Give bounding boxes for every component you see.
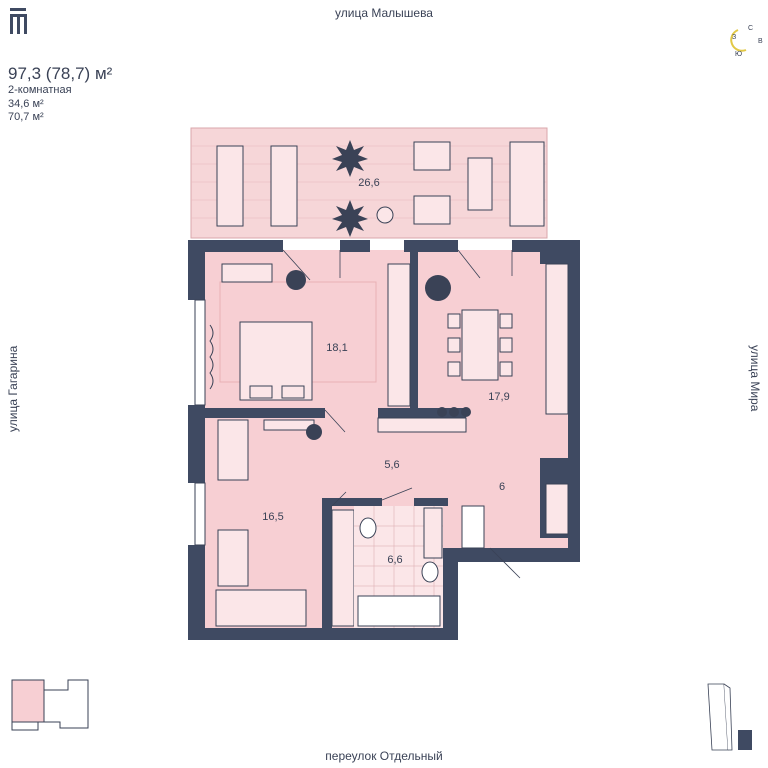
other-area: 70,7 м² [8, 110, 44, 123]
apartment-info: 97,3 (78,7) м² 2-комнатная 34,6 м² 70,7 … [8, 64, 112, 124]
bedroom2-wardrobe [331, 509, 355, 627]
outer-walls [188, 240, 580, 640]
bedroom2-bed [215, 589, 307, 627]
sink-icon [359, 517, 377, 539]
kitchen-counter [545, 263, 569, 415]
bedroom2-desk2 [217, 529, 249, 587]
room-bathroom-area: 6,6 [387, 554, 402, 566]
apartment-type: 2-комнатная [8, 84, 72, 97]
door-swings [282, 249, 521, 579]
room-terrace-area: 26,6 [358, 177, 379, 189]
entry-mat [461, 505, 485, 549]
living-sofa [377, 417, 467, 433]
kitchen-plant-icon [425, 275, 451, 301]
bedroom-curtain [209, 324, 214, 390]
terrace-side-table [467, 157, 493, 211]
terrace-armchairs [413, 141, 545, 227]
bedroom2-plant-icon [306, 424, 322, 440]
compass-south: Ю [735, 51, 742, 58]
bedroom2-shelf [263, 419, 315, 431]
room-bedroom-area: 18,1 [326, 342, 347, 354]
building-tower-icon [707, 683, 752, 751]
bedroom-desk [221, 263, 273, 283]
compass-north: С [748, 25, 753, 32]
toilet-icon [421, 561, 439, 583]
bedroom-pillows [249, 385, 305, 399]
sofa-plant-icons [437, 407, 471, 417]
dining-table [461, 309, 499, 381]
living-area: 34,6 м² [8, 97, 44, 110]
dining-chairs [447, 313, 513, 377]
room-kitchen-area: 17,9 [488, 391, 509, 403]
left-windows [194, 299, 206, 546]
bedroom-wardrobe [387, 263, 411, 407]
bedroom2-desk [217, 419, 249, 481]
terrace-lounger-1 [216, 145, 298, 227]
compass-icon: С З В Ю [730, 25, 763, 58]
bathtub [357, 595, 441, 627]
washing-cabinet [423, 507, 443, 559]
room-corridor-area: 6 [499, 481, 505, 493]
entry-wardrobe [545, 483, 569, 535]
street-bottom-label: переулок Отдельный [325, 749, 443, 763]
location-minimap [11, 679, 89, 731]
brand-logo-icon [10, 8, 27, 34]
compass-east: В [758, 38, 763, 45]
terrace-table [376, 206, 394, 224]
street-top-label: улица Малышева [335, 6, 433, 20]
room-bedroom2-area: 16,5 [262, 511, 283, 523]
room-hall-area: 5,6 [384, 459, 399, 471]
total-area: 97,3 (78,7) м² [8, 64, 113, 83]
compass-west: З [732, 34, 736, 41]
interior-walls [205, 252, 466, 628]
terrace-plant-icons [332, 140, 368, 237]
bedroom-plant-icon [286, 270, 306, 290]
